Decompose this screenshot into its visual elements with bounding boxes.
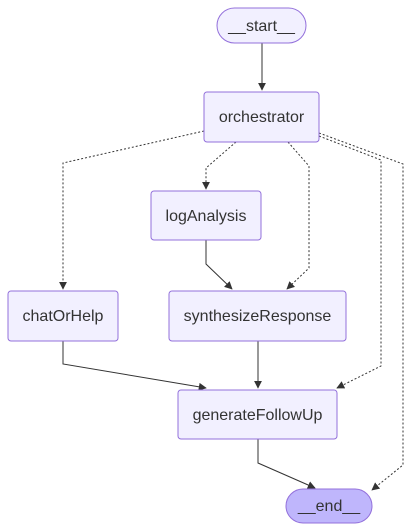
node-end-label: __end__ bbox=[297, 498, 361, 515]
edge-loganalysis-to-synthesizeresponse bbox=[205, 240, 233, 290]
node-end-shape bbox=[285, 488, 373, 524]
node-start-shape bbox=[216, 7, 307, 44]
edge-orchestrator-to-synthesizeresponse bbox=[286, 141, 310, 290]
edge-orchestrator-to-loganalysis bbox=[202, 141, 237, 190]
node-loganalysis[interactable]: logAnalysis bbox=[150, 190, 262, 241]
nodes-layer: __start__ orchestrator logAnalysis chatO… bbox=[7, 7, 373, 524]
node-chatorhelp-label: chatOrHelp bbox=[23, 308, 104, 325]
edge-orchestrator-to-generatefollowup bbox=[318, 135, 382, 389]
node-loganalysis-label: logAnalysis bbox=[166, 208, 247, 225]
node-orchestrator-label: orchestrator bbox=[219, 109, 305, 126]
edges-layer bbox=[59, 43, 404, 491]
edge-orchestrator-to-end bbox=[318, 132, 404, 491]
node-synthesizeresponse-shape bbox=[168, 290, 347, 342]
node-synthesizeresponse[interactable]: synthesizeResponse bbox=[168, 290, 347, 342]
edge-orchestrator-to-chatorhelp bbox=[59, 130, 205, 290]
node-generatefollowup[interactable]: generateFollowUp bbox=[177, 389, 338, 440]
edge-generatefollowup-to-end bbox=[257, 439, 316, 489]
node-chatorhelp[interactable]: chatOrHelp bbox=[7, 290, 119, 342]
node-orchestrator[interactable]: orchestrator bbox=[203, 91, 320, 143]
node-generatefollowup-shape bbox=[177, 389, 338, 440]
node-orchestrator-shape bbox=[203, 91, 320, 143]
node-start[interactable]: __start__ bbox=[216, 7, 307, 44]
node-start-label: __start__ bbox=[227, 18, 296, 35]
node-chatorhelp-shape bbox=[7, 290, 119, 342]
edge-chatorhelp-to-generatefollowup bbox=[62, 341, 207, 391]
node-generatefollowup-label: generateFollowUp bbox=[193, 407, 323, 424]
node-loganalysis-shape bbox=[150, 190, 262, 241]
node-synthesizeresponse-label: synthesizeResponse bbox=[184, 308, 332, 325]
node-end[interactable]: __end__ bbox=[285, 488, 373, 524]
